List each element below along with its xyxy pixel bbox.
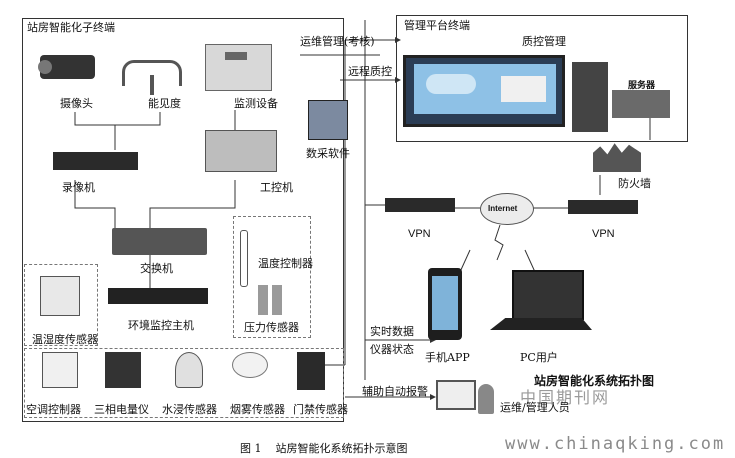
thermometer-icon xyxy=(240,230,248,287)
visibility-sensor-icon xyxy=(122,60,182,86)
laptop-screen-icon xyxy=(512,270,584,320)
vpn-left-icon xyxy=(385,198,455,212)
smoke-sensor-icon xyxy=(232,352,268,378)
temp-controller-label: 温度控制器 xyxy=(258,257,313,270)
right-panel-frame xyxy=(396,15,688,142)
water-sensor-label: 水浸传感器 xyxy=(162,403,217,416)
vpn-right-label: VPN xyxy=(592,228,615,240)
pressure-sensor-icon xyxy=(258,285,268,315)
visibility-pole-icon xyxy=(150,75,154,95)
qc-label: 质控管理 xyxy=(522,35,566,48)
firewall-icon xyxy=(593,143,641,172)
ops-person-icon xyxy=(478,384,494,414)
humidity-sensor-icon xyxy=(40,276,80,316)
door-sensor-label: 门禁传感器 xyxy=(293,403,348,416)
monitor-equipment-icon xyxy=(205,44,272,91)
pressure-group-frame xyxy=(233,216,311,338)
right-panel-title: 管理平台终端 xyxy=(404,19,470,32)
alarm-label: 辅助自动报警 xyxy=(362,385,428,398)
door-sensor-icon xyxy=(297,352,325,390)
ac-controller-label: 空调控制器 xyxy=(26,403,81,416)
watermark-url: www.chinaqking.com xyxy=(505,434,726,454)
camera-label: 摄像头 xyxy=(60,97,93,110)
figure-caption: 图 1 站房智能化系统拓扑示意图 xyxy=(240,442,408,455)
visibility-label: 能见度 xyxy=(148,97,181,110)
water-sensor-icon xyxy=(175,352,203,388)
pc-user-label: PC用户 xyxy=(520,351,558,364)
monitor-equipment-panel-icon xyxy=(225,52,247,60)
ipc-label: 工控机 xyxy=(260,181,293,194)
daq-software-screen xyxy=(308,100,348,140)
bottom-sensor-frame xyxy=(24,348,344,418)
firewall-label: 防火墙 xyxy=(618,177,651,190)
remote-qc-label: 远程质控 xyxy=(348,65,392,78)
instrument-status-label: 仪器状态 xyxy=(370,343,414,356)
laptop-base-icon xyxy=(490,318,592,330)
mobile-phone-screen xyxy=(432,276,458,330)
ac-controller-icon xyxy=(42,352,78,388)
server-tower-icon xyxy=(572,62,608,132)
pressure-sensor-icon-2 xyxy=(272,285,282,315)
ops-computer-icon xyxy=(436,380,476,410)
journal-logo: 中国期刊网 xyxy=(520,388,611,407)
power-meter-label: 三相电量仪 xyxy=(94,403,149,416)
camera-lens-icon xyxy=(38,60,52,74)
env-host-icon xyxy=(108,288,208,304)
env-host-label: 环境监控主机 xyxy=(128,319,194,332)
qc-software-screen xyxy=(403,55,565,127)
daq-software-label: 数采软件 xyxy=(306,147,350,160)
sensor-group-frame xyxy=(24,264,98,346)
humidity-sensor-label: 温湿度传感器 xyxy=(32,333,98,346)
realtime-data-label: 实时数据 xyxy=(370,325,414,338)
left-panel-frame xyxy=(22,18,344,422)
monitor-equipment-label: 监测设备 xyxy=(234,97,278,110)
ipc-icon xyxy=(205,130,277,172)
pressure-sensor-label: 压力传感器 xyxy=(244,321,299,334)
vpn-left-label: VPN xyxy=(408,228,431,240)
recorder-icon xyxy=(53,152,138,170)
mobile-app-label: 手机APP xyxy=(425,351,470,364)
recorder-label: 录像机 xyxy=(62,181,95,194)
switch-label: 交换机 xyxy=(140,262,173,275)
smoke-sensor-label: 烟雾传感器 xyxy=(230,403,285,416)
ops-link-label: 运维管理(考核) xyxy=(300,35,375,48)
server-label: 服务器 xyxy=(628,81,656,91)
vpn-right-icon xyxy=(568,200,638,214)
server-rack-icon xyxy=(612,90,670,118)
topology-title: 站房智能化系统拓扑图 xyxy=(534,374,655,388)
switch-icon xyxy=(112,228,207,255)
internet-cloud-icon xyxy=(480,193,534,225)
power-meter-icon xyxy=(105,352,141,388)
left-panel-title: 站房智能化子终端 xyxy=(27,21,115,34)
ops-staff-label: 运维/管理人员 xyxy=(500,401,570,414)
internet-label: Internet xyxy=(488,204,518,213)
